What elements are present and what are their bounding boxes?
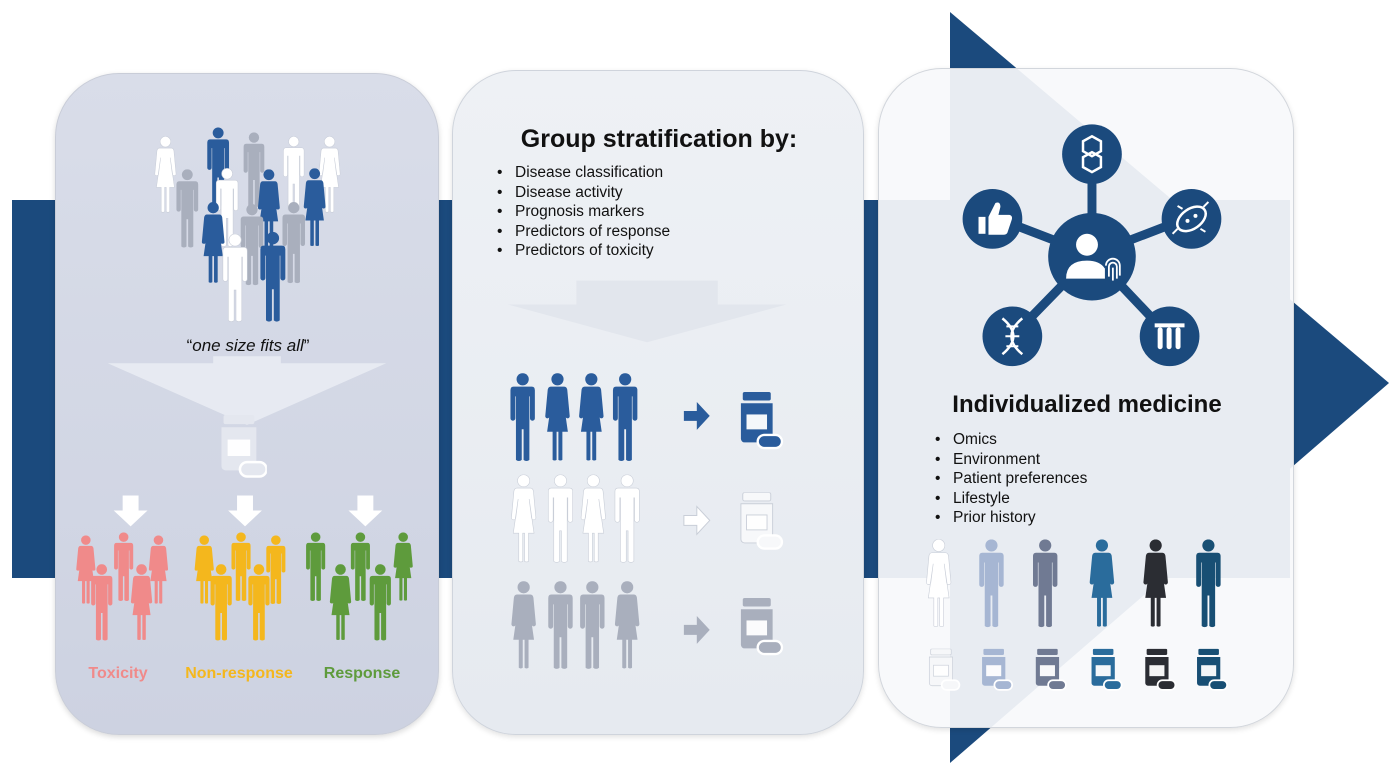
- toxicity-label: Toxicity: [88, 665, 148, 682]
- list-item: Prognosis markers: [493, 202, 670, 222]
- list-item: Predictors of toxicity: [493, 241, 670, 261]
- blue-group-icon: [510, 373, 638, 461]
- list-item: Patient preferences: [931, 469, 1087, 489]
- group-stratification-title: Group stratification by:: [520, 125, 798, 153]
- list-item: Disease activity: [493, 183, 670, 203]
- right-panel-graphics: [925, 124, 1229, 691]
- individual-patients-row: [925, 539, 1221, 628]
- bacteria-icon: [1161, 189, 1222, 249]
- hexagon-molecule-icon: [1062, 124, 1122, 185]
- stratify-down-arrow: [507, 280, 787, 343]
- list-item: Disease classification: [493, 163, 670, 183]
- right-arrow-icon: [683, 402, 710, 430]
- list-item: Lifestyle: [931, 489, 1087, 509]
- grey-group-icon: [511, 581, 640, 669]
- stratification-list: Disease classification Disease activity …: [493, 163, 670, 261]
- medicine-bottle-icon: [739, 392, 784, 450]
- list-item: Prior history: [931, 508, 1087, 528]
- white-group-icon: [510, 474, 640, 563]
- big-down-arrow: [107, 356, 387, 425]
- toxicity-group-icon: [76, 532, 169, 641]
- list-item: Predictors of response: [493, 222, 670, 242]
- middle-panel-graphics: [507, 280, 787, 669]
- individualized-medicine-panel: Individualized medicine Omics Environmen…: [878, 68, 1294, 728]
- non-response-group-icon: [194, 532, 286, 641]
- non-response-label: Non-response: [185, 665, 293, 682]
- left-panel-graphics: [76, 127, 413, 641]
- right-arrow-icon: [683, 615, 710, 644]
- medicine-bottle-icon: [739, 492, 784, 550]
- medicine-bottle-icon: [739, 598, 784, 656]
- quote-text: one size fits all: [192, 336, 304, 355]
- people-crowd-icon: [154, 127, 341, 323]
- dna-icon: [982, 306, 1043, 367]
- individualized-factors-list: Omics Environment Patient preferences Li…: [931, 430, 1087, 528]
- test-tubes-icon: [1139, 306, 1200, 367]
- one-size-fits-all-panel: “one size fits all” Toxicity Non-respons…: [55, 73, 439, 735]
- response-label: Response: [323, 665, 401, 682]
- one-size-fits-all-label: “one size fits all”: [56, 336, 440, 356]
- close-quote: ”: [303, 336, 310, 355]
- open-quote: “: [186, 336, 193, 355]
- list-item: Environment: [931, 450, 1087, 470]
- individualized-medicine-title: Individualized medicine: [952, 391, 1222, 418]
- list-item: Omics: [931, 430, 1087, 450]
- down-arrow-icon: [113, 495, 383, 527]
- person-fingerprint-icon: [1048, 212, 1136, 301]
- individual-bottles-row: [928, 648, 1229, 691]
- right-arrow-icon: [683, 505, 711, 536]
- group-stratification-panel: Group stratification by: Disease classif…: [452, 70, 864, 735]
- medicine-bottle-icon: [220, 414, 267, 478]
- response-group-icon: [306, 532, 413, 641]
- thumbs-up-icon: [962, 189, 1023, 249]
